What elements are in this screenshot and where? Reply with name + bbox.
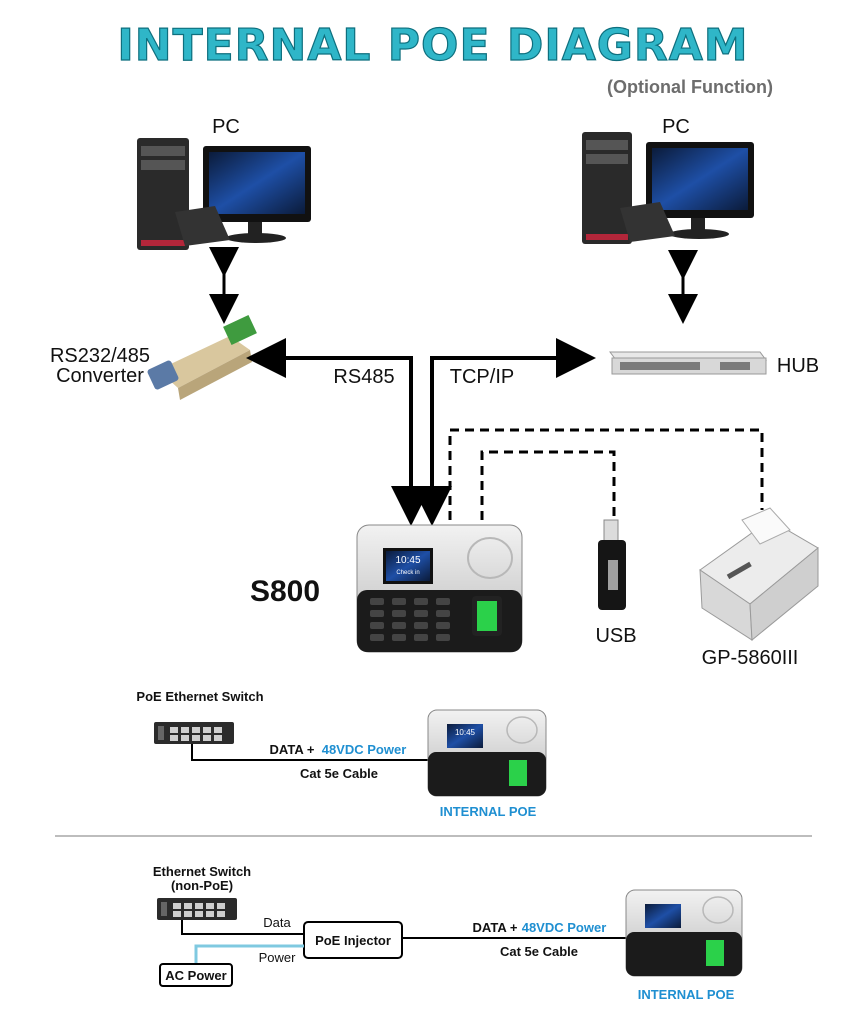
data-label: Data (263, 915, 291, 930)
eth-switch-label-2: (non-PoE) (171, 878, 233, 893)
rs485-label: RS485 (333, 366, 394, 388)
pc-right-icon (582, 132, 754, 244)
eth-switch-label-1: Ethernet Switch (153, 864, 251, 879)
s3-cable-text: Cat 5e Cable (500, 944, 578, 959)
tcpip-label: TCP/IP (450, 366, 514, 388)
pc-right-label: PC (662, 116, 690, 138)
s2-caption: INTERNAL POE (440, 804, 537, 819)
usb-drive-icon (598, 519, 626, 610)
poe-cable-line-1 (191, 744, 428, 761)
pc-left-label: PC (212, 116, 240, 138)
hub-label: HUB (777, 355, 819, 377)
s800-device-small-1 (427, 709, 547, 797)
poe-switch-icon (154, 722, 234, 744)
printer-label: GP-5860III (702, 647, 799, 669)
diagram-title: INTERNAL POE DIAGRAM (117, 20, 748, 71)
device-label: S800 (250, 575, 320, 608)
hub-icon (609, 351, 767, 375)
converter-label-1: RS232/485 (50, 345, 150, 367)
poe-injector-label: PoE Injector (315, 933, 391, 948)
s3-caption: INTERNAL POE (638, 987, 735, 1002)
s2-data-text: DATA + (270, 742, 315, 757)
converter-label-2: Converter (56, 365, 144, 387)
s2-screen-time: 10:45 (455, 728, 476, 737)
ac-power-box (159, 963, 233, 987)
data-line (181, 920, 304, 935)
poe-injector-box (303, 921, 403, 959)
optional-note: (Optional Function) (607, 77, 773, 97)
s3-power-text: 48VDC Power (522, 920, 607, 935)
ac-power-label: AC Power (165, 968, 226, 983)
pc-left-icon (137, 138, 311, 250)
poe-switch-label: PoE Ethernet Switch (136, 689, 263, 704)
usb-dashed-line (480, 450, 616, 520)
s2-power-text: 48VDC Power (322, 742, 407, 757)
power-line (194, 944, 304, 964)
power-label: Power (259, 950, 297, 965)
s3-data-text: DATA + (473, 920, 518, 935)
screen-time: 10:45 (395, 555, 420, 566)
usb-label: USB (595, 625, 636, 647)
eth-switch-icon (157, 898, 237, 920)
s800-device-icon (356, 524, 523, 653)
s2-cable-text: Cat 5e Cable (300, 766, 378, 781)
screen-sub: Check in (396, 570, 419, 576)
printer-dashed-line (448, 428, 764, 520)
tcpip-line (430, 338, 596, 420)
converter-icon (147, 315, 257, 400)
s800-device-small-2 (625, 889, 743, 977)
printer-icon (699, 507, 819, 642)
